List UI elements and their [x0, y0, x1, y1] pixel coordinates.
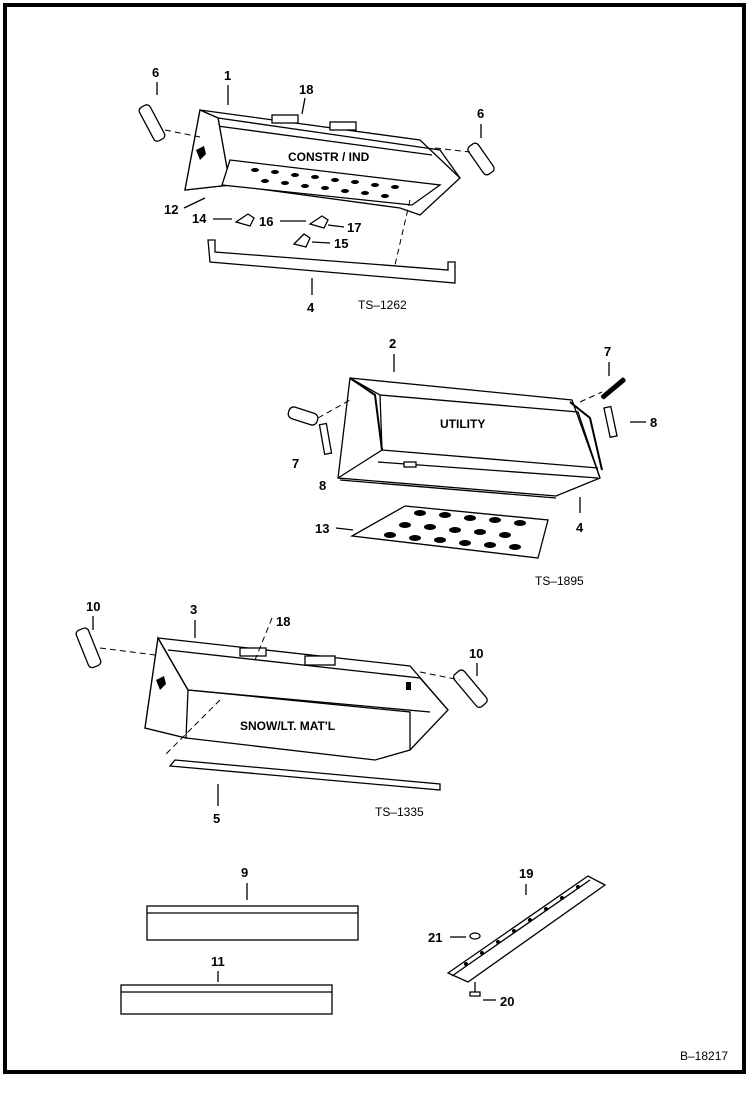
callout-c15: 15	[334, 236, 348, 251]
pin-8-left	[318, 422, 333, 456]
nut-21	[469, 932, 481, 940]
pin-10-left	[75, 627, 102, 669]
diagram-border	[3, 3, 746, 1074]
bolt-on-edge-19-holes	[464, 885, 580, 966]
callout-c11: 11	[211, 954, 225, 969]
tooth-17	[308, 215, 329, 229]
bucket-snow-label: SNOW/LT. MAT'L	[240, 719, 335, 733]
tooth-15	[292, 233, 311, 248]
pin-10-right	[452, 669, 488, 708]
callout-c8b: 8	[319, 478, 326, 493]
cutting-edge-5	[168, 759, 441, 791]
callout-c8a: 8	[650, 415, 657, 430]
cutting-edge-4a	[207, 239, 456, 284]
bucket-snow-group: SNOW/LT. MAT'L 10 3 18 10 5 TS–1335	[75, 599, 488, 826]
callout-c10b: 10	[469, 646, 483, 661]
part-11-group: 11	[120, 954, 333, 1015]
callout-c9: 9	[241, 865, 248, 880]
pin-6-left	[138, 104, 166, 142]
wear-plate-12-holes	[251, 168, 399, 198]
cutting-edge-4b	[339, 479, 557, 499]
callout-c19: 19	[519, 866, 533, 881]
callout-c7a: 7	[604, 344, 611, 359]
figure-id-ts1895: TS–1895	[535, 574, 584, 588]
callout-c17: 17	[347, 220, 361, 235]
edge-bar-9	[146, 905, 359, 941]
bucket-construction-side	[184, 109, 231, 191]
figure-id-ts1262: TS–1262	[358, 298, 407, 312]
callout-c6b: 6	[477, 106, 484, 121]
callout-c14: 14	[192, 211, 207, 226]
pin-7-left	[287, 406, 319, 426]
callout-c13: 13	[315, 521, 329, 536]
callout-c2: 2	[389, 336, 396, 351]
callout-c4b: 4	[576, 520, 584, 535]
callout-c3: 3	[190, 602, 197, 617]
part-19-group: 19 21 20	[428, 866, 607, 1009]
callout-c1: 1	[224, 68, 231, 83]
bucket-construction-label: CONSTR / IND	[288, 150, 370, 164]
callout-c10a: 10	[86, 599, 100, 614]
bucket-construction-group: CONSTR / IND 6 1 18 6 12 14 16 17 15 4	[138, 65, 495, 315]
drawing-number: B–18217	[680, 1049, 728, 1063]
callout-c4a: 4	[307, 300, 315, 315]
callout-c18b: 18	[276, 614, 290, 629]
pin-7-right	[601, 377, 626, 400]
bucket-utility-label: UTILITY	[440, 417, 485, 431]
callout-c16: 16	[259, 214, 273, 229]
bolt-on-edge-19	[446, 875, 607, 983]
figure-id-ts1335: TS–1335	[375, 805, 424, 819]
bolt-20	[469, 991, 481, 997]
callout-c18a: 18	[299, 82, 313, 97]
edge-bar-11	[120, 984, 333, 1015]
callout-c21: 21	[428, 930, 442, 945]
callout-c6a: 6	[152, 65, 159, 80]
pin-6-right	[467, 142, 495, 176]
bucket-utility-body	[337, 377, 601, 497]
part-9-group: 9	[146, 865, 359, 941]
wear-plate-13-holes	[384, 510, 526, 550]
bucket-snow-body	[144, 637, 449, 761]
callout-c7b: 7	[292, 456, 299, 471]
bucket-utility-group: UTILITY 2	[287, 336, 657, 588]
pin-8-right	[603, 405, 618, 439]
tooth-14	[234, 213, 255, 227]
callout-c5: 5	[213, 811, 220, 826]
callout-c12: 12	[164, 202, 178, 217]
callout-c20: 20	[500, 994, 514, 1009]
